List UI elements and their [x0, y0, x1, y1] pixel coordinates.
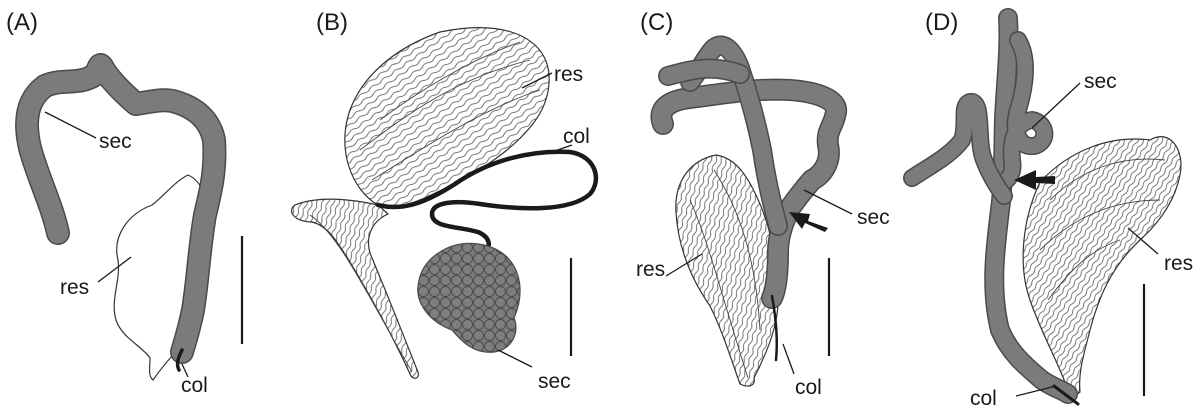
- panel-b: (B) res col sec: [292, 9, 596, 393]
- panel-letter-d: (D): [925, 9, 958, 36]
- leader-sec-a: [45, 112, 96, 138]
- label-res-b: res: [554, 63, 583, 86]
- label-col-a: col: [181, 374, 208, 397]
- reservoir-d: [1023, 137, 1181, 395]
- label-res-a: res: [60, 276, 89, 299]
- secretory-tubule-c-left: [668, 69, 740, 76]
- reservoir-b: [345, 28, 549, 207]
- secretory-cluster-b: [418, 243, 520, 352]
- panel-letter-a: (A): [6, 9, 38, 36]
- panel-d: (D) sec res col: [912, 9, 1193, 410]
- label-res-c: res: [636, 258, 665, 281]
- panel-letter-b: (B): [316, 9, 348, 36]
- label-sec-b: sec: [538, 370, 571, 393]
- leader-sec-b: [498, 350, 532, 367]
- label-col-c: col: [795, 376, 822, 399]
- label-res-d: res: [1164, 252, 1193, 275]
- label-col-b: col: [563, 125, 590, 148]
- leader-sec-d: [1032, 83, 1080, 128]
- label-sec-d: sec: [1084, 70, 1117, 93]
- label-col-d: col: [970, 387, 997, 410]
- panel-letter-c: (C): [640, 9, 673, 36]
- leader-sec-c: [804, 190, 852, 214]
- panel-a: (A) sec res col: [6, 9, 242, 397]
- label-sec-a: sec: [99, 130, 132, 153]
- label-sec-c: sec: [857, 206, 890, 229]
- panel-c: (C) sec res col: [636, 9, 890, 399]
- leader-col-c: [783, 344, 794, 374]
- reservoir-b-stalk: [292, 199, 419, 378]
